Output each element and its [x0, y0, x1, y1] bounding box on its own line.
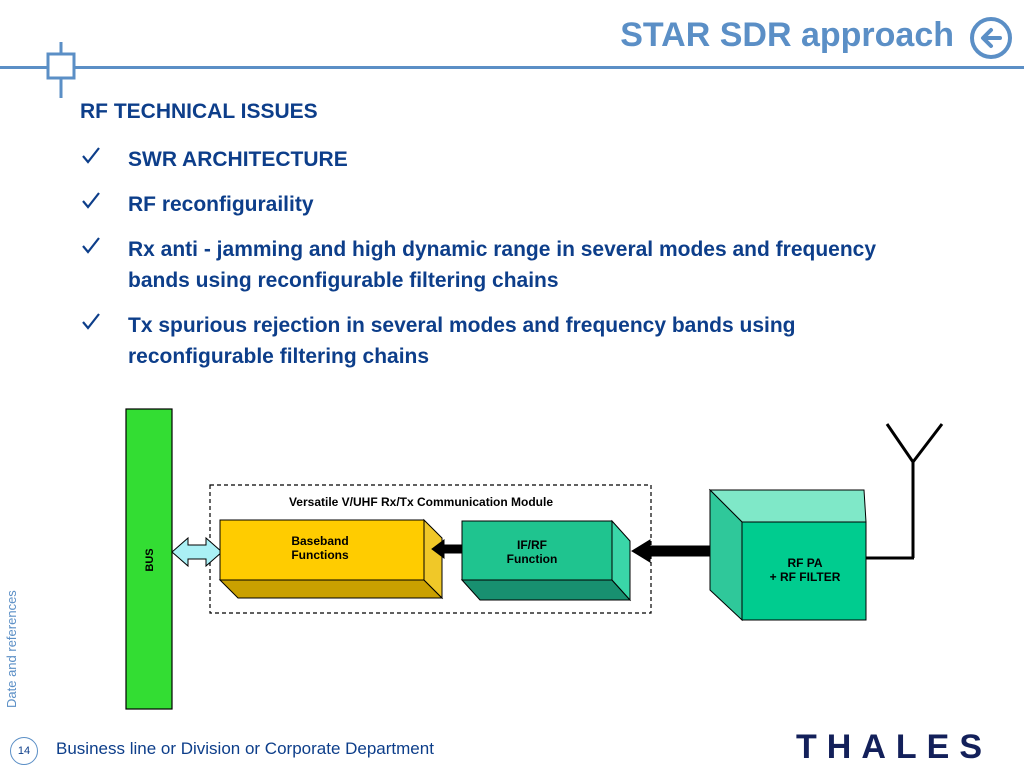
check-icon	[82, 237, 100, 254]
module-label: Versatile V/UHF Rx/Tx Communication Modu…	[289, 495, 553, 509]
bullet-list: SWR ARCHITECTURE RF reconfiguraility Rx …	[80, 144, 900, 386]
bullet-text: Rx anti - jamming and high dynamic range…	[128, 238, 877, 292]
bullet-text: SWR ARCHITECTURE	[128, 148, 348, 171]
bullet-text: Tx spurious rejection in several modes a…	[128, 314, 796, 368]
corner-marker-icon	[46, 42, 76, 98]
thales-logo: THALES	[796, 728, 992, 764]
back-arrow-icon[interactable]	[969, 16, 1013, 60]
check-icon	[82, 147, 100, 164]
page-number: 14	[10, 737, 38, 765]
baseband-label-2: Functions	[291, 548, 349, 562]
antenna-icon	[866, 423, 944, 560]
rfpa-block	[708, 488, 867, 622]
bullet-item: Tx spurious rejection in several modes a…	[80, 310, 900, 372]
bullet-text: RF reconfiguraility	[128, 193, 314, 216]
rfpa-label-2: + RF FILTER	[770, 570, 841, 584]
baseband-block	[218, 518, 444, 600]
header-rule	[0, 66, 1024, 69]
footer-text: Business line or Division or Corporate D…	[56, 739, 434, 758]
bus-bar	[125, 408, 173, 710]
baseband-label-1: Baseband	[291, 534, 348, 548]
check-icon	[82, 192, 100, 209]
bullet-item: RF reconfiguraility	[80, 189, 900, 220]
bus-baseband-arrow	[171, 536, 223, 568]
ifrf-block	[460, 519, 632, 602]
rfpa-label-1: RF PA	[787, 556, 822, 570]
bullet-item: Rx anti - jamming and high dynamic range…	[80, 234, 900, 296]
bus-label: BUS	[144, 548, 156, 571]
check-icon	[82, 313, 100, 330]
bullet-item: SWR ARCHITECTURE	[80, 144, 900, 175]
date-references: Date and references	[4, 590, 19, 708]
ifrf-label-1: IF/RF	[517, 538, 547, 552]
slide-title: STAR SDR approach	[620, 16, 954, 54]
section-title: RF TECHNICAL ISSUES	[80, 100, 318, 123]
logo-text: THALES	[796, 728, 992, 764]
ifrf-label-2: Function	[507, 552, 558, 566]
